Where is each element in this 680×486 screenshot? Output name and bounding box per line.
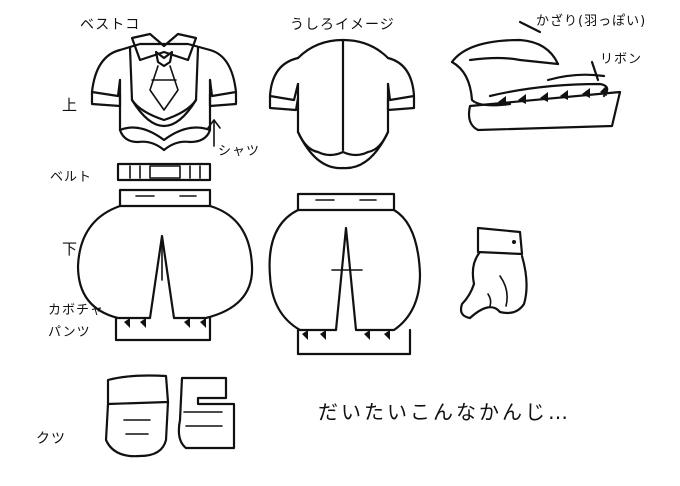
hat-decoration-label: かざり(羽っぽい)	[536, 14, 647, 29]
shirt-label: シャツ	[218, 144, 261, 159]
vest-label: ベストコ	[80, 17, 141, 33]
back-pants-drawing	[268, 192, 422, 356]
shirt-arrow	[207, 119, 221, 147]
glove-drawing	[459, 226, 528, 320]
front-top-drawing	[90, 32, 238, 152]
caption-text: だいたいこんなかんじ…	[318, 400, 571, 424]
belt-label: ベルト	[50, 170, 93, 185]
shoes-label: クツ	[36, 431, 66, 447]
belt-drawing	[116, 162, 212, 182]
front-pants-drawing	[76, 188, 254, 342]
hat-drawing	[450, 20, 622, 132]
ribbon-label: リボン	[600, 52, 643, 67]
back-top-drawing	[268, 38, 416, 170]
bottom-section-label: 下	[62, 240, 79, 258]
pumpkin-pants-label: カボチャ パンツ	[48, 303, 104, 340]
top-section-label: 上	[62, 96, 79, 114]
back-image-label: うしろイメージ	[290, 17, 395, 33]
shoes-drawing	[104, 374, 236, 458]
